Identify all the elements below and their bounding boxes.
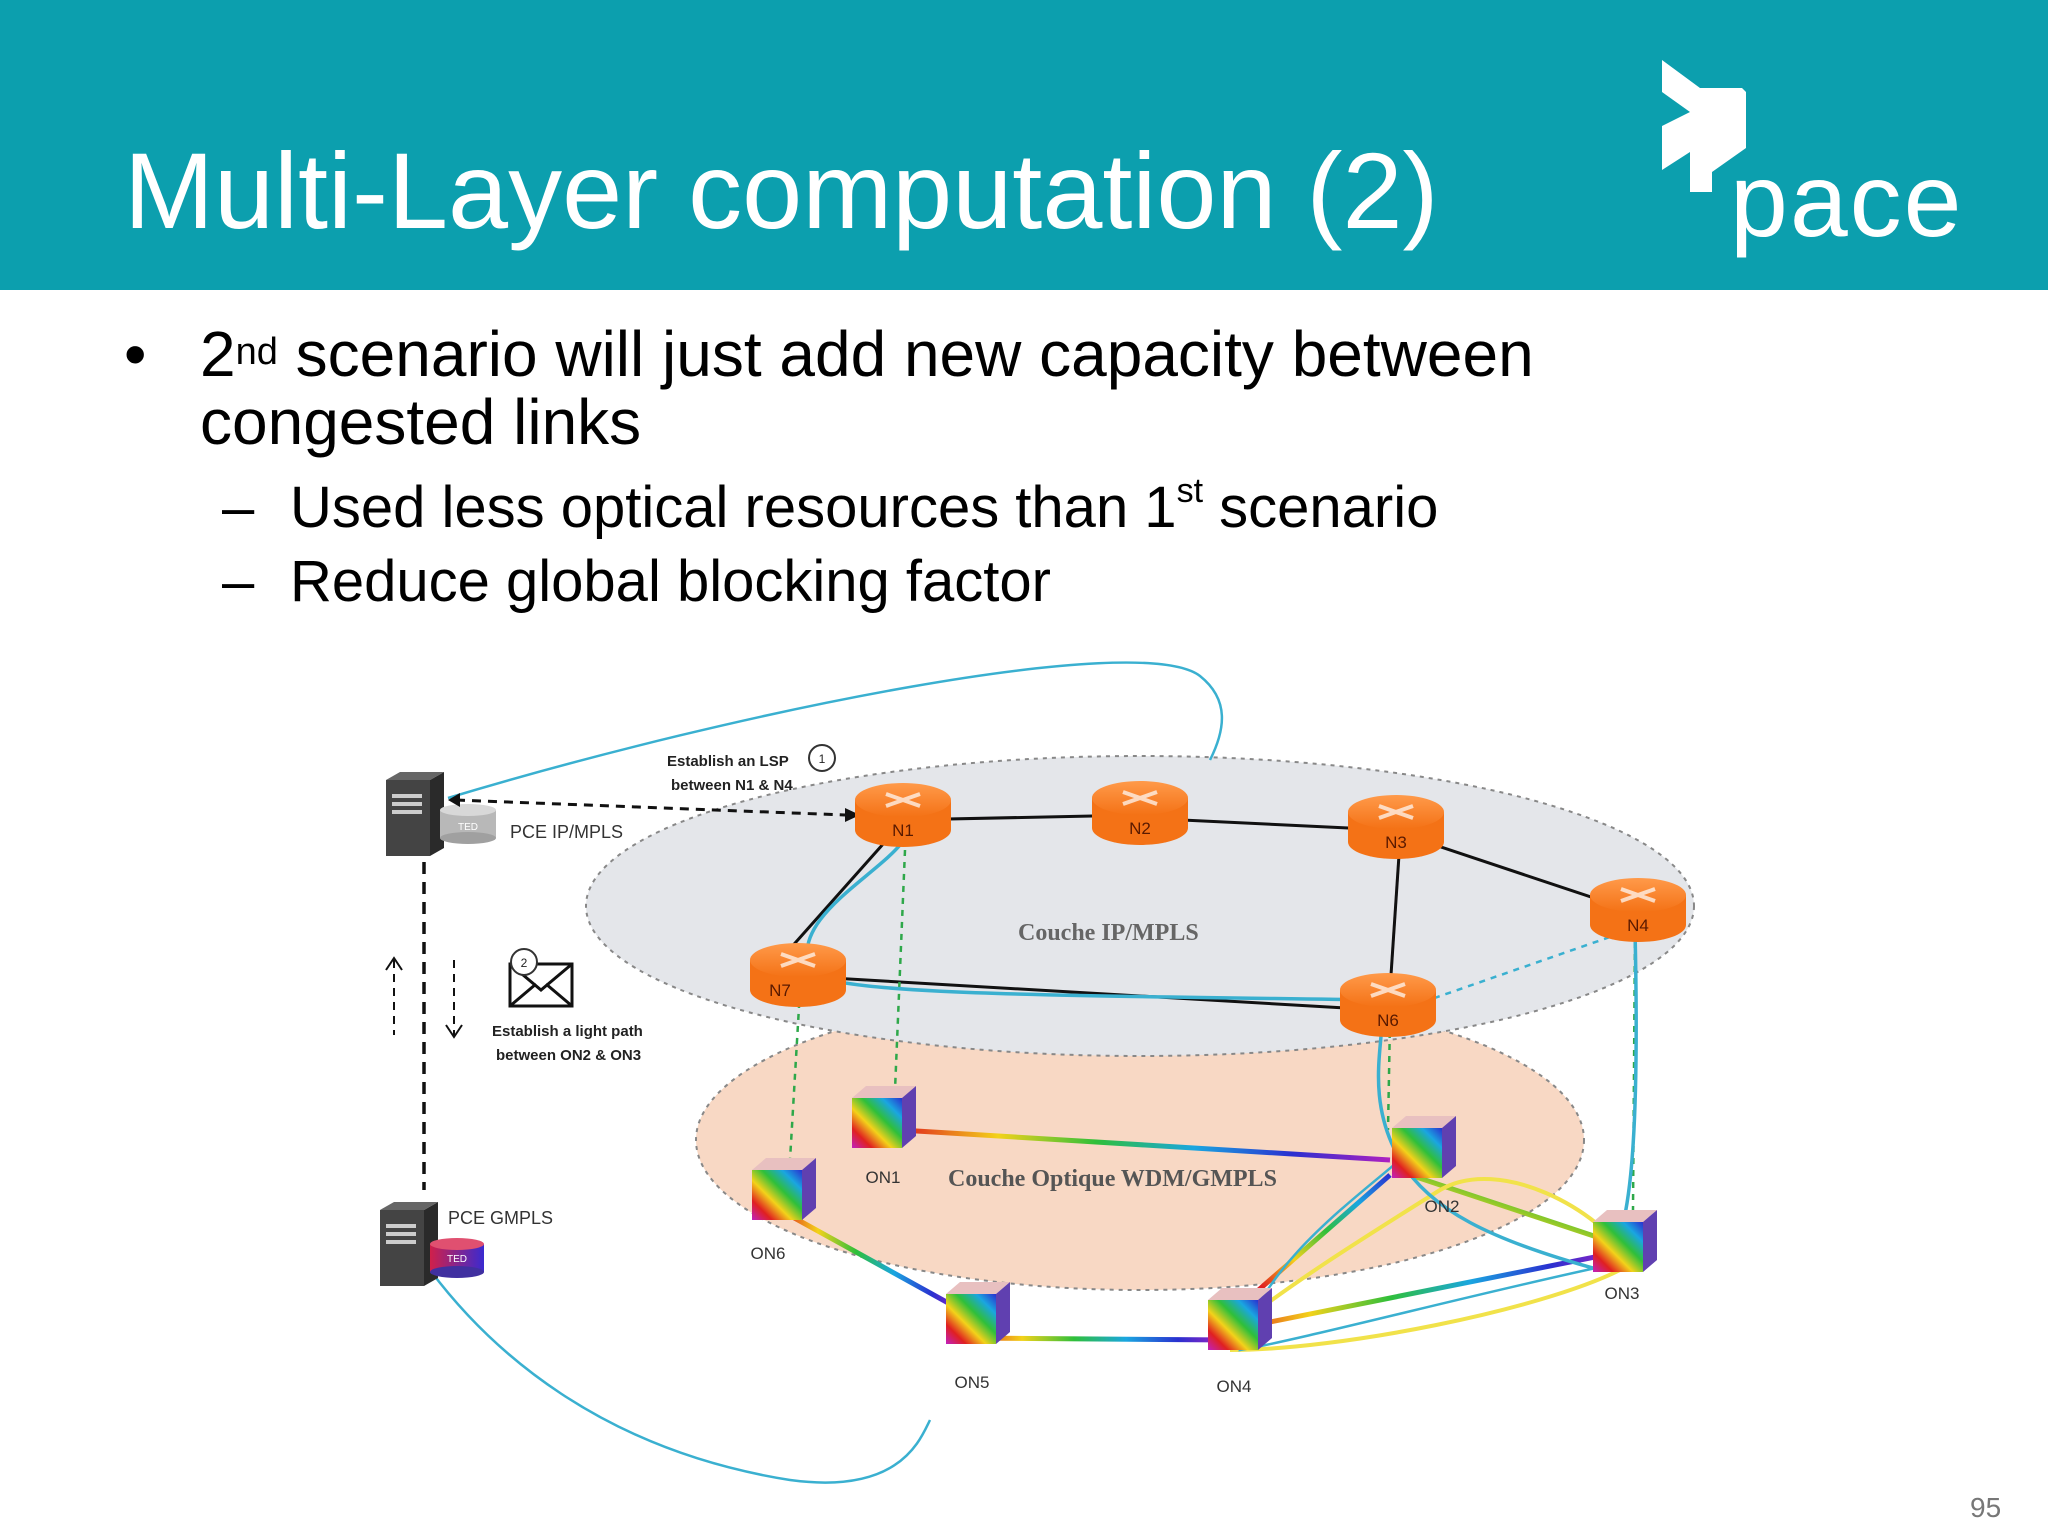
optical-switch-on2 [1392,1116,1456,1178]
pce-ip-control-link [447,661,1224,800]
sub-bullet-1-sup: st [1176,472,1204,510]
pce-ip-server-icon [386,772,496,856]
node-label-n4: N4 [1627,916,1649,935]
title-bar: Multi-Layer computation (2) pace [0,0,2048,290]
router-n4 [1590,878,1686,942]
node-label-on2: ON2 [1425,1197,1460,1216]
ip-layer-label: Couche IP/MPLS [1018,920,1199,946]
logo-text: pace [1730,143,1964,259]
bullet-main-line2: congested links [200,386,642,458]
pace-logo: pace [1640,52,2000,272]
new-lightpath [1218,1177,1632,1342]
step1-badge [808,744,836,772]
ted-gmpls-label: TED [447,1254,467,1265]
pce-gmpls-control-link [429,1269,932,1484]
optical-switch-on1 [852,1086,916,1148]
new-lightpath-return [1229,1268,1621,1352]
page-number: 95 [1970,1492,2002,1523]
lsp-request-arrow [455,798,846,817]
sub-bullet-1-text: Used less optical resources than 1st sce… [290,472,1439,541]
node-label-on5: ON5 [955,1373,990,1392]
sub-bullet-1-main: Used less optical resources than 1 [290,475,1177,540]
sub-bullet-dash: – [222,549,255,614]
multilayer-network-diagram: TED PCE IP/MPLS Establish an LSP between… [380,661,1695,1484]
node-label-n1: N1 [892,821,914,840]
optical-switch-on6 [752,1158,816,1220]
step1-line2: between N1 & N4 [671,777,793,794]
logo-mark-icon [1662,60,1746,192]
pce-gmpls-label: PCE GMPLS [448,1208,553,1228]
lsp-request-arrowtail [448,793,460,807]
step2-badge [510,948,538,976]
optical-switch-on5 [946,1282,1010,1344]
bullet-dot: • [124,318,147,390]
optical-links [778,1127,1631,1343]
step1-line1: Establish an LSP [667,753,789,770]
sub-bullet-dash: – [222,475,255,540]
pce-ip-label: PCE IP/MPLS [510,822,623,842]
pce-exchange-arrows [385,956,463,1039]
node-label-on6: ON6 [751,1244,786,1263]
optical-layer-label: Couche Optique WDM/GMPLS [948,1166,1277,1192]
step2-number: 2 [521,956,528,970]
optical-switch-on4 [1208,1288,1272,1350]
step1-number: 1 [819,752,826,766]
slide-title: Multi-Layer computation (2) [124,130,1439,251]
node-label-on1: ON1 [866,1168,901,1187]
router-n6 [1340,973,1436,1037]
optical-switch-on3 [1593,1210,1657,1272]
router-n1 [855,783,951,847]
node-label-n7: N7 [769,981,791,1000]
ted-ip-label: TED [458,822,478,833]
n6-n4-dashed-link [1399,928,1631,1012]
lsp-request-arrowhead [845,808,860,822]
node-label-n2: N2 [1129,819,1151,838]
node-label-on4: ON4 [1217,1377,1252,1396]
node-label-on3: ON3 [1605,1284,1640,1303]
node-label-n6: N6 [1377,1011,1399,1030]
router-n3 [1348,795,1444,859]
bullet-main-sup: nd [235,331,278,373]
node-label-n3: N3 [1385,833,1407,852]
bullet-main-rest: scenario will just add new capacity betw… [277,318,1534,390]
router-n7 [750,943,846,1007]
sub-bullet-1-tail: scenario [1203,475,1439,540]
bullet-main-line1: 2nd scenario will just add new capacity … [200,318,1534,390]
bullet-main-prefix: 2 [200,318,236,390]
step2-line1: Establish a light path [492,1023,643,1040]
step2-line2: between ON2 & ON3 [496,1047,641,1064]
pce-gmpls-server-icon [380,1202,484,1286]
sub-bullet-2-text: Reduce global blocking factor [290,549,1051,614]
router-n2 [1092,781,1188,845]
